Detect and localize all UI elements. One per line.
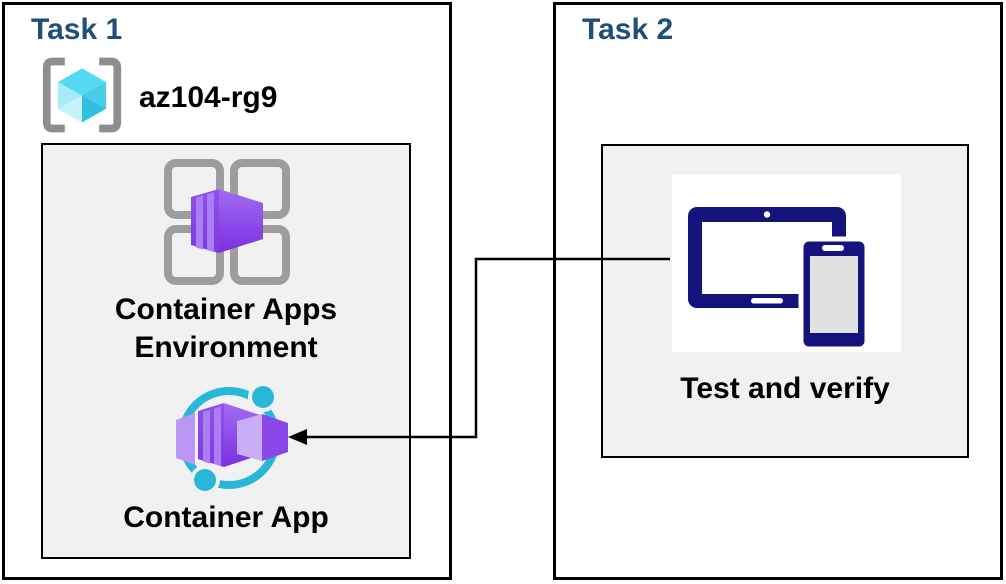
task2-box: Task 2 Test and verify — [553, 2, 1003, 580]
devices-icon — [688, 207, 870, 352]
resource-group-row: az104-rg9 — [39, 55, 277, 140]
task1-title: Task 1 — [31, 13, 123, 46]
task1-box: Task 1 az104-rg9 — [2, 2, 452, 580]
environment-label: Container Apps Environment — [114, 293, 338, 364]
resource-group-name: az104-rg9 — [139, 80, 278, 114]
container-apps-environment-icon — [162, 157, 292, 292]
resource-group-icon — [39, 55, 125, 140]
container-app-label: Container App — [123, 501, 329, 534]
test-and-verify-label: Test and verify — [680, 372, 890, 405]
task1-inner-panel: Container Apps Environment — [41, 143, 411, 559]
task2-inner-panel: Test and verify — [601, 144, 969, 458]
container-app-icon — [172, 381, 290, 500]
devices-icon-plate — [672, 174, 901, 352]
task2-title: Task 2 — [582, 13, 674, 46]
